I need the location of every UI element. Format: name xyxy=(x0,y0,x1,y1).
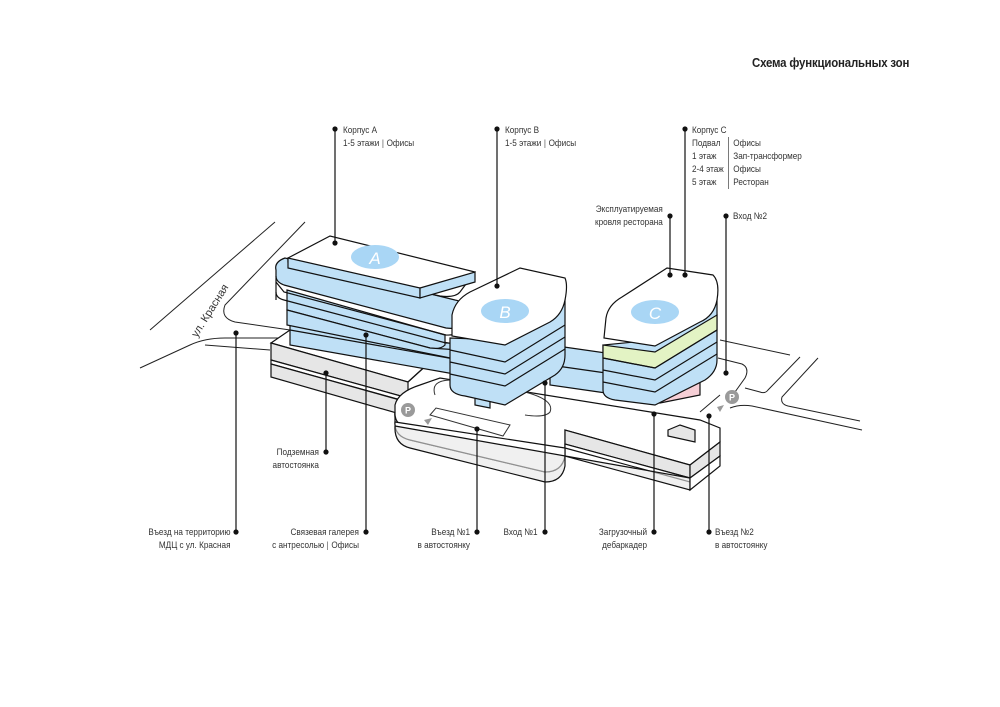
parking-entry-2-callout: Въезд №2 в автостоянку xyxy=(715,527,768,551)
svg-text:P: P xyxy=(405,406,411,416)
street-line xyxy=(204,344,271,351)
street-line xyxy=(781,357,861,422)
street-line xyxy=(223,221,306,331)
street-line xyxy=(717,357,748,393)
building-b-floors: 1-5 этажи xyxy=(505,138,542,149)
parking-icon-1: P xyxy=(401,403,415,417)
building-a-floors: 1-5 этажи xyxy=(343,138,380,149)
building-a-title: Корпус А xyxy=(343,125,378,136)
street-line xyxy=(149,221,276,331)
badge-a: A xyxy=(351,245,399,269)
svg-text:A: A xyxy=(368,249,380,268)
entrance-2-callout: Вход №2 xyxy=(733,211,768,222)
underground-parking-callout: Подземная автостоянка xyxy=(272,447,319,471)
svg-text:B: B xyxy=(499,303,510,322)
site-entry-callout: Въезд на территорию МДЦ с ул. Красная xyxy=(147,527,230,551)
street-outlines xyxy=(139,221,863,431)
building-a-label: Корпус А 1-5 этажи|Офисы xyxy=(343,125,415,149)
ramp-arrow xyxy=(424,418,432,425)
street-line xyxy=(719,339,791,356)
parking-entry-1-callout: Въезд №1 в автостоянку xyxy=(417,527,470,551)
roof-callout: Эксплуатируемая кровля ресторана xyxy=(595,204,663,228)
building-b-title: Корпус В xyxy=(505,125,540,136)
building-a xyxy=(275,235,477,361)
svg-text:P: P xyxy=(729,393,735,403)
building-b-use: Офисы xyxy=(548,138,577,149)
building-a-use: Офисы xyxy=(386,138,415,149)
badge-b: B xyxy=(481,299,529,323)
building-b-label: Корпус В 1-5 этажи|Офисы xyxy=(505,125,577,149)
street-line xyxy=(139,337,295,369)
podium xyxy=(394,377,721,492)
svg-text:C: C xyxy=(649,304,662,323)
gallery-callout: Связевая галерея с антресолью|Офисы xyxy=(272,527,359,551)
building-c xyxy=(602,267,719,406)
leader-lines xyxy=(233,126,729,535)
entrance-1-callout: Вход №1 xyxy=(503,527,538,538)
badge-c: C xyxy=(631,300,679,324)
building-b xyxy=(449,267,568,409)
street-line xyxy=(729,404,863,431)
parking-icon-2: P xyxy=(717,390,739,412)
diagram-title: Схема функциональных зон xyxy=(752,55,910,70)
street-line xyxy=(699,394,721,413)
building-c-title: Корпус С xyxy=(692,125,727,136)
street-line xyxy=(744,356,801,394)
loading-dock-callout: Загрузочный дебаркадер xyxy=(598,527,647,551)
